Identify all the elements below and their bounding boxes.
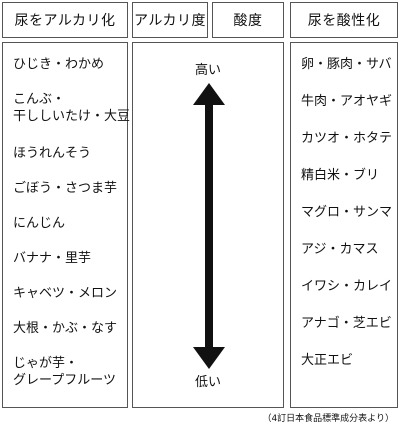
header-acidity-label: 酸度 <box>233 13 263 29</box>
list-item: アジ・カマス <box>301 242 379 257</box>
scale-panel: 高い 低い <box>132 42 284 408</box>
list-item: カツオ・ホタテ <box>301 131 393 146</box>
list-item: ごぼう・さつま芋 <box>13 181 118 196</box>
list-item: 精白米・ブリ <box>301 168 380 183</box>
list-item: バナナ・里芋 <box>13 251 92 266</box>
header-alkaline-urine: 尿をアルカリ化 <box>2 2 128 38</box>
list-item: マグロ・サンマ <box>301 205 393 220</box>
list-item: 大正エビ <box>301 353 354 368</box>
header-alkalinity: アルカリ度 <box>132 2 208 38</box>
list-item: 卵・豚肉・サバ <box>301 57 392 72</box>
double-vertical-arrow-icon <box>193 83 225 369</box>
header-acidity: 酸度 <box>212 2 284 38</box>
list-item: こんぶ・ <box>13 92 66 107</box>
list-item: ほうれんそう <box>13 146 92 161</box>
scale-low-label: 低い <box>194 375 221 390</box>
list-item: イワシ・カレイ <box>301 279 393 294</box>
source-note: （4訂日本食品標準成分表より） <box>262 414 394 424</box>
header-alkalinity-label: アルカリ度 <box>134 13 206 29</box>
header-alkaline-urine-label: 尿をアルカリ化 <box>14 13 116 29</box>
list-item: キャベツ・メロン <box>13 286 118 301</box>
list-item: ひじき・わかめ <box>13 57 105 72</box>
list-item: 干ししいたけ・大豆 <box>13 109 131 124</box>
header-acidic-urine: 尿を酸性化 <box>290 2 398 38</box>
scale-high-label: 高い <box>194 63 221 78</box>
list-item: 大根・かぶ・なす <box>13 321 118 336</box>
list-item: じゃが芋・ <box>13 356 79 371</box>
list-item: 牛肉・アオヤギ <box>301 94 393 109</box>
header-acidic-urine-label: 尿を酸性化 <box>307 13 381 29</box>
list-item: アナゴ・芝エビ <box>301 316 392 331</box>
list-item: グレープフルーツ <box>13 373 116 388</box>
acidic-foods-panel: 卵・豚肉・サバ 牛肉・アオヤギ カツオ・ホタテ 精白米・ブリ マグロ・サンマ ア… <box>290 42 398 408</box>
list-item: にんじん <box>13 216 66 231</box>
alkaline-foods-panel: ひじき・わかめ こんぶ・ 干ししいたけ・大豆 ほうれんそう ごぼう・さつま芋 に… <box>2 42 131 408</box>
